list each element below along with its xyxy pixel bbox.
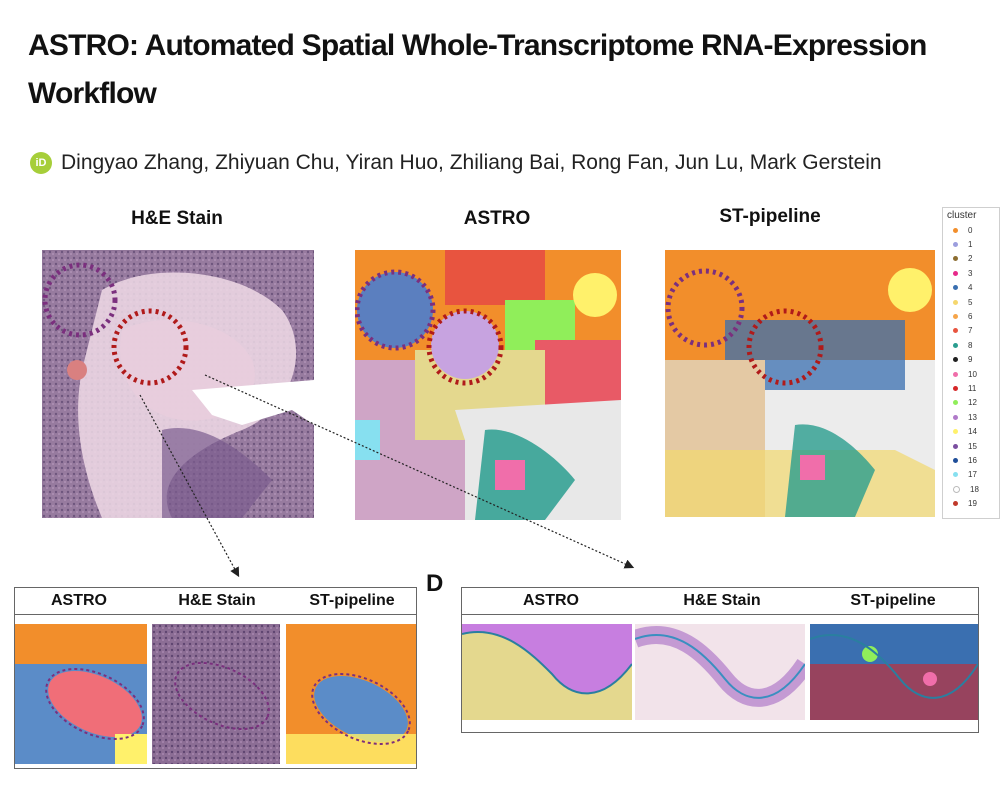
legend-swatch	[953, 429, 958, 435]
legend-swatch	[953, 227, 958, 233]
panel-c-st-title: ST-pipeline	[309, 592, 395, 609]
legend-swatch	[953, 328, 958, 334]
legend-label: 3	[968, 268, 973, 278]
astro-panel-title: ASTRO	[463, 208, 531, 229]
he-stain-image	[42, 250, 314, 518]
legend-item: 4	[943, 281, 999, 295]
legend-label: 17	[968, 470, 977, 480]
legend-item: 12	[943, 396, 999, 410]
legend-label: 12	[968, 398, 977, 408]
legend-item: 15	[943, 439, 999, 453]
legend-swatch	[953, 371, 958, 377]
figure: H&E Stain ASTRO ST-pipeline	[0, 195, 1000, 787]
legend-swatch	[953, 314, 958, 320]
legend-item: 18	[943, 482, 999, 496]
panel-c-astro-image	[15, 624, 147, 764]
legend-item: 11	[943, 381, 999, 395]
legend-label: 7	[968, 326, 973, 336]
legend-item: 17	[943, 468, 999, 482]
legend-item: 0	[943, 223, 999, 237]
panel-d-st-title: ST-pipeline	[850, 592, 936, 609]
panel-d-he-title: H&E Stain	[683, 592, 761, 609]
panel-c: ASTRO H&E Stain ST-pipeline	[14, 587, 417, 769]
legend-title: cluster	[947, 210, 977, 221]
legend-label: 1	[968, 240, 973, 250]
legend-swatch	[953, 457, 958, 463]
arrow-to-panel-c	[139, 394, 240, 578]
legend-swatch	[953, 385, 958, 391]
legend-item: 7	[943, 324, 999, 338]
legend-item: 9	[943, 353, 999, 367]
legend-label: 11	[968, 383, 977, 393]
panel-d-astro-title: ASTRO	[523, 592, 579, 609]
legend-swatch	[953, 414, 958, 420]
legend-item: 6	[943, 309, 999, 323]
legend-item: 2	[943, 252, 999, 266]
he-panel-title: H&E Stain	[131, 208, 223, 229]
legend-item: 13	[943, 410, 999, 424]
legend-swatch	[953, 357, 958, 363]
panel-d-letter: D	[426, 570, 444, 597]
st-panel-title: ST-pipeline	[719, 206, 821, 227]
legend-label: 9	[968, 355, 973, 365]
legend-item: 19	[943, 496, 999, 510]
legend-item: 16	[943, 453, 999, 467]
legend-label: 5	[968, 297, 973, 307]
legend-label: 16	[968, 455, 977, 465]
panel-d: ASTRO H&E Stain ST-pipeline	[461, 587, 979, 733]
legend-swatch	[953, 256, 958, 262]
panel-c-he-image	[152, 624, 280, 764]
legend-label: 15	[968, 441, 977, 451]
panel-c-he-title: H&E Stain	[178, 592, 256, 609]
legend-label: 6	[968, 312, 973, 322]
legend-label: 2	[968, 254, 973, 264]
legend-item: 5	[943, 295, 999, 309]
legend-swatch	[953, 270, 958, 276]
legend-label: 10	[968, 369, 977, 379]
legend-label: 8	[968, 340, 973, 350]
legend-label: 18	[970, 484, 979, 494]
legend-item: 10	[943, 367, 999, 381]
orcid-icon[interactable]: iD	[30, 152, 52, 174]
legend-swatch	[953, 485, 960, 493]
legend-item: 14	[943, 424, 999, 438]
legend-swatch	[953, 443, 958, 449]
legend-swatch	[953, 285, 958, 291]
legend-label: 0	[968, 225, 973, 235]
st-pipeline-cluster-map	[665, 250, 935, 517]
page-title: ASTRO: Automated Spatial Whole-Transcrip…	[28, 29, 927, 110]
legend-label: 13	[968, 412, 977, 422]
legend-swatch	[953, 242, 958, 248]
legend-item: 8	[943, 338, 999, 352]
legend-swatch	[953, 400, 958, 406]
legend-label: 4	[968, 283, 973, 293]
legend-item: 1	[943, 237, 999, 251]
legend-item: 3	[943, 266, 999, 280]
panel-d-st-image	[810, 624, 978, 720]
legend-label: 19	[968, 499, 977, 509]
legend-swatch	[953, 342, 958, 348]
legend-swatch	[953, 299, 958, 305]
panel-c-astro-title: ASTRO	[51, 592, 107, 609]
legend-swatch	[953, 472, 958, 478]
arrow-to-panel-d	[204, 374, 635, 569]
panel-c-st-image	[286, 624, 416, 764]
panel-d-astro-image	[462, 624, 632, 720]
legend-label: 14	[968, 427, 977, 437]
legend-swatch	[953, 501, 958, 507]
panel-d-he-image	[635, 624, 805, 720]
author-line: iD Dingyao Zhang, Zhiyuan Chu, Yiran Huo…	[30, 150, 882, 176]
connector-arrows	[139, 374, 635, 578]
author-list: Dingyao Zhang, Zhiyuan Chu, Yiran Huo, Z…	[61, 151, 882, 174]
astro-cluster-map	[355, 250, 621, 520]
